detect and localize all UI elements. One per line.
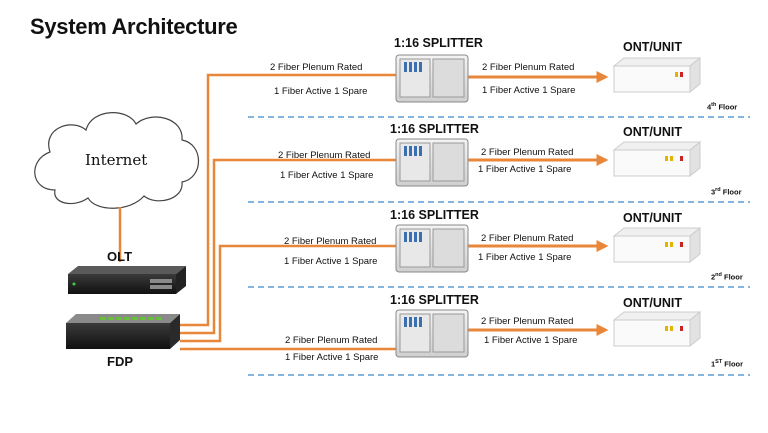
floor-label: 3rd Floor bbox=[711, 187, 742, 197]
ont-unit-icon bbox=[612, 226, 702, 264]
splitter-icon bbox=[395, 54, 469, 103]
cable-out-spec: 2 Fiber Plenum Rated bbox=[481, 316, 574, 327]
floor-label: 1ST Floor bbox=[711, 359, 744, 369]
fdp-device-icon bbox=[66, 314, 180, 349]
ont-unit-icon bbox=[612, 56, 702, 94]
cable-out-config: 1 Fiber Active 1 Spare bbox=[478, 164, 572, 175]
cable-in-spec: 2 Fiber Plenum Rated bbox=[278, 150, 371, 161]
fdp-fiber-feeders bbox=[180, 73, 396, 351]
cable-in-config: 1 Fiber Active 1 Spare bbox=[274, 86, 368, 97]
ont-unit-icon bbox=[612, 140, 702, 178]
splitter-icon bbox=[395, 224, 469, 273]
cable-out-config: 1 Fiber Active 1 Spare bbox=[482, 85, 576, 96]
fdp-label: FDP bbox=[107, 354, 133, 369]
cable-in-config: 1 Fiber Active 1 Spare bbox=[285, 352, 379, 363]
splitter-label: 1:16 SPLITTER bbox=[394, 36, 483, 50]
cable-in-spec: 2 Fiber Plenum Rated bbox=[270, 62, 363, 73]
floor-label: 2nd Floor bbox=[711, 272, 743, 282]
ont-label: ONT/UNIT bbox=[623, 125, 683, 139]
ont-label: ONT/UNIT bbox=[623, 296, 683, 310]
ont-label: ONT/UNIT bbox=[623, 40, 683, 54]
ont-label: ONT/UNIT bbox=[623, 211, 683, 225]
olt-device-icon bbox=[68, 266, 186, 294]
cable-in-config: 1 Fiber Active 1 Spare bbox=[284, 256, 378, 267]
internet-label: Internet bbox=[85, 151, 148, 169]
cable-in-config: 1 Fiber Active 1 Spare bbox=[280, 170, 374, 181]
cable-out-config: 1 Fiber Active 1 Spare bbox=[478, 252, 572, 263]
cable-out-spec: 2 Fiber Plenum Rated bbox=[481, 147, 574, 158]
floor-label: 4th Floor bbox=[707, 102, 738, 112]
diagram-title: System Architecture bbox=[30, 14, 238, 39]
splitter-label: 1:16 SPLITTER bbox=[390, 208, 479, 222]
olt-label: OLT bbox=[107, 249, 133, 264]
cable-in-spec: 2 Fiber Plenum Rated bbox=[284, 236, 377, 247]
splitter-label: 1:16 SPLITTER bbox=[390, 122, 479, 136]
internet-cloud-icon bbox=[34, 112, 199, 209]
splitter-label: 1:16 SPLITTER bbox=[390, 293, 479, 307]
splitter-icon bbox=[395, 309, 469, 358]
splitter-icon bbox=[395, 138, 469, 187]
cable-in-spec: 2 Fiber Plenum Rated bbox=[285, 335, 378, 346]
cable-out-config: 1 Fiber Active 1 Spare bbox=[484, 335, 578, 346]
ont-unit-icon bbox=[612, 310, 702, 348]
cable-out-spec: 2 Fiber Plenum Rated bbox=[482, 62, 575, 73]
cable-out-spec: 2 Fiber Plenum Rated bbox=[481, 233, 574, 244]
